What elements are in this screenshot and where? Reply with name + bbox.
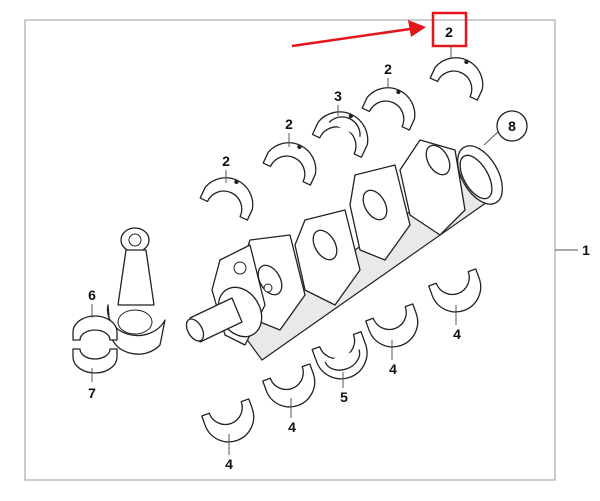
callout-7: 7 bbox=[88, 385, 96, 401]
callout-5: 5 bbox=[340, 389, 348, 405]
bearing-shell-lower-4d bbox=[428, 268, 482, 313]
bearing-shell-upper-4 bbox=[262, 142, 317, 186]
connecting-rod bbox=[106, 227, 166, 355]
bearing-shell-6 bbox=[72, 315, 118, 341]
callout-2-b: 2 bbox=[285, 116, 293, 132]
callout-4-d: 4 bbox=[453, 326, 461, 342]
callout-1: 1 bbox=[582, 242, 590, 258]
bearing-shell-lower-4b bbox=[262, 363, 316, 408]
callout-4-c: 4 bbox=[389, 361, 397, 377]
highlight-box bbox=[431, 11, 468, 48]
bearing-shell-upper-5 bbox=[199, 177, 254, 221]
callout-6: 6 bbox=[88, 287, 96, 303]
callout-circle-8 bbox=[496, 110, 528, 142]
callout-2-highlighted: 2 bbox=[445, 24, 453, 40]
bearing-shell-lower-5 bbox=[311, 331, 368, 380]
bearing-shell-top-right bbox=[429, 57, 484, 101]
callout-8: 8 bbox=[508, 118, 516, 134]
bearing-shell-lower-4c bbox=[365, 303, 419, 348]
bearing-shell-lower-4a bbox=[201, 398, 255, 443]
callout-2-c: 2 bbox=[222, 153, 230, 169]
crankshaft bbox=[185, 139, 503, 361]
bearing-shell-7 bbox=[72, 348, 118, 374]
callout-2-a: 2 bbox=[384, 61, 392, 77]
callout-3: 3 bbox=[334, 88, 342, 104]
red-arrow-icon bbox=[291, 20, 426, 48]
bearing-shell-upper-2 bbox=[361, 87, 416, 131]
callout-4-a: 4 bbox=[225, 456, 233, 472]
bearing-shell-upper-3 bbox=[311, 111, 369, 158]
callout-4-b: 4 bbox=[288, 419, 296, 435]
